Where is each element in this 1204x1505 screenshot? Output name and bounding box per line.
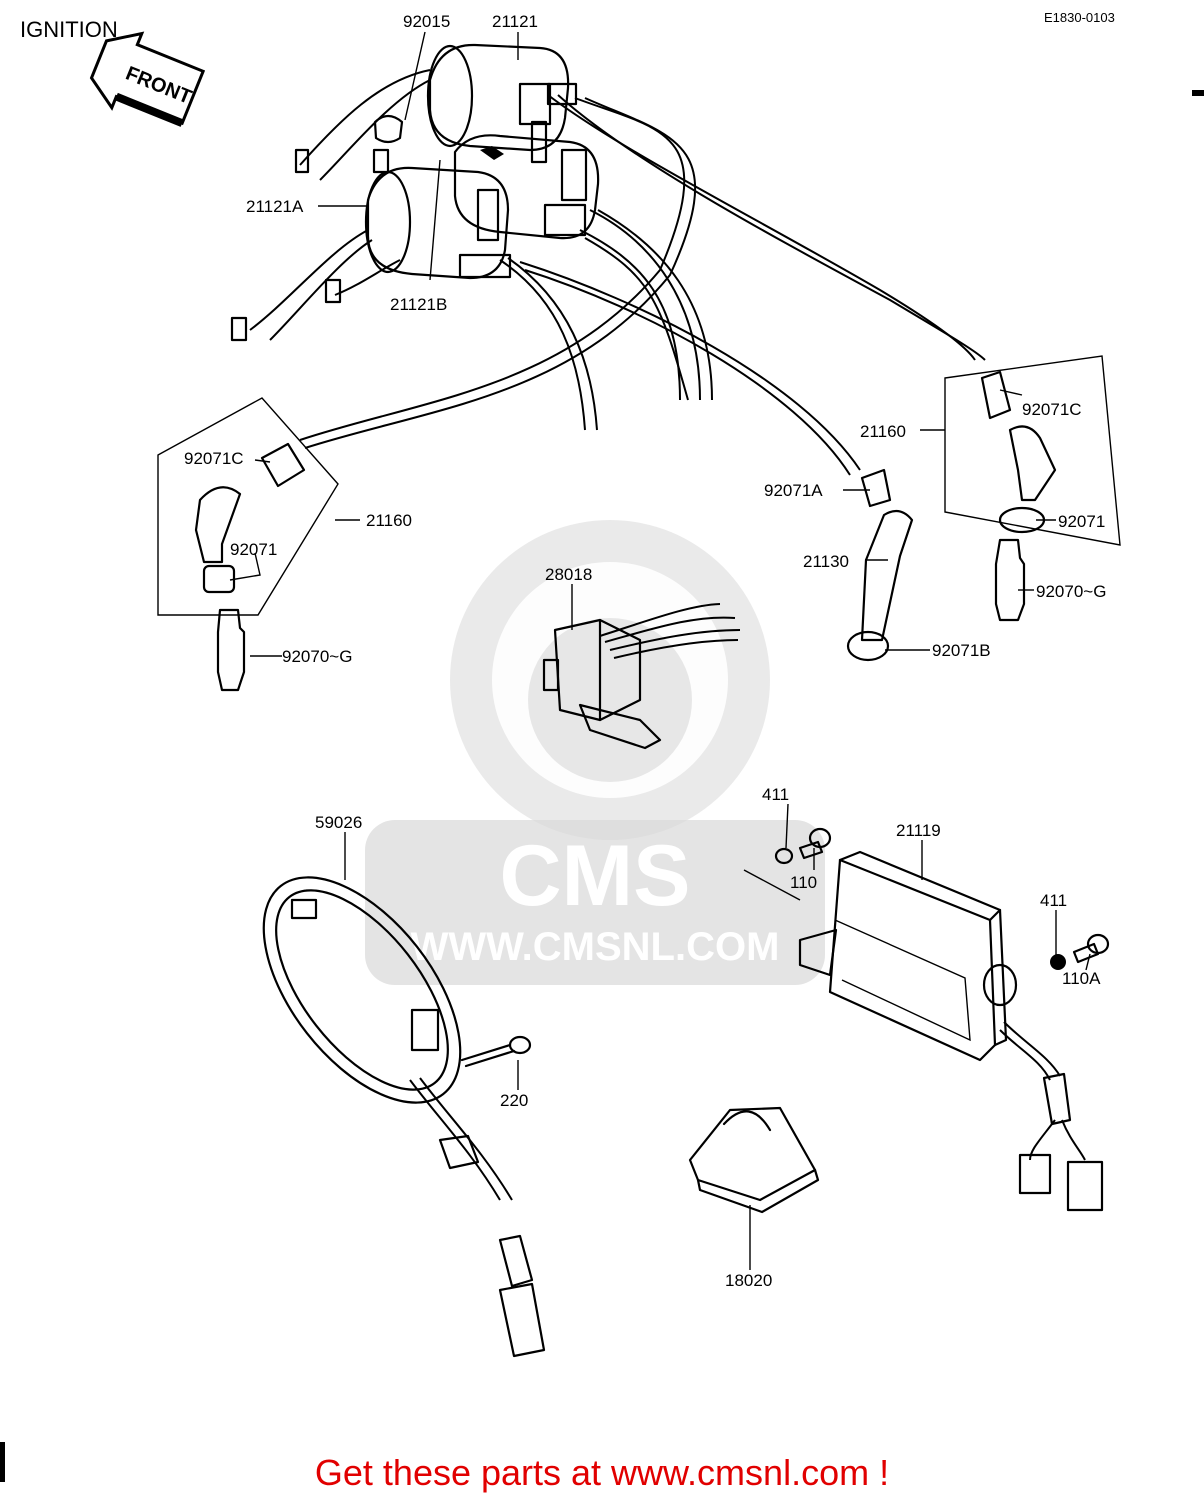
label-110a: 110A xyxy=(1062,969,1101,988)
label-92070g-right: 92070~G xyxy=(1036,582,1106,601)
bolt-110 xyxy=(798,827,832,860)
label-411-right: 411 xyxy=(1040,891,1067,910)
label-18020: 18020 xyxy=(725,1271,772,1290)
ignition-coil-21121a xyxy=(364,148,512,280)
high-tension-leads xyxy=(299,94,986,476)
right-plug-cap-set xyxy=(944,355,1121,622)
label-21121a: 21121A xyxy=(246,197,304,216)
label-92070g-left: 92070~G xyxy=(282,647,352,666)
part-28018 xyxy=(542,603,741,750)
label-92071-right: 92071 xyxy=(1058,512,1105,531)
label-92071c-left: 92071C xyxy=(184,449,244,468)
front-arrow-icon: FRONT xyxy=(89,31,206,127)
label-28018: 28018 xyxy=(545,565,592,584)
label-21121: 21121 xyxy=(492,12,538,31)
watermark-brand: CMS xyxy=(499,828,690,924)
label-110: 110 xyxy=(790,873,817,892)
label-92015: 92015 xyxy=(403,12,450,31)
nut-411-right xyxy=(1050,954,1066,970)
edge-mark xyxy=(0,1442,5,1482)
label-220: 220 xyxy=(500,1091,528,1110)
bolt-220 xyxy=(460,1035,532,1068)
label-92071c-right: 92071C xyxy=(1022,400,1082,419)
washer-411-top xyxy=(774,847,794,865)
ignition-coil-21121 xyxy=(426,43,578,164)
cover-18020 xyxy=(688,1106,820,1214)
diagram-code: E1830-0103 xyxy=(1044,10,1115,25)
label-411-top: 411 xyxy=(762,785,789,804)
bolt-110a xyxy=(1072,933,1110,964)
label-92071a: 92071A xyxy=(764,481,823,500)
label-21121b: 21121B xyxy=(390,295,447,314)
ignition-coil-21121b xyxy=(453,134,600,240)
label-59026: 59026 xyxy=(315,813,362,832)
primary-wires xyxy=(230,69,431,342)
edge-mark xyxy=(1192,90,1204,96)
pickup-coil-59026 xyxy=(262,876,546,1358)
label-92071-left: 92071 xyxy=(230,540,277,559)
plug-cap-21130 xyxy=(846,468,914,662)
label-21130: 21130 xyxy=(803,552,849,571)
label-92071b: 92071B xyxy=(932,641,991,660)
diagram-title: IGNITION xyxy=(20,17,118,42)
igniter-21119 xyxy=(798,850,1104,1212)
watermark: CMS WWW.CMSNL.COM xyxy=(365,520,825,985)
part-labels: 92015 21121 21121A 21121B 92071C 21160 9… xyxy=(184,12,1106,1290)
label-21160-left: 21160 xyxy=(366,511,412,530)
grommet-92015 xyxy=(373,114,404,144)
footer-promo: Get these parts at www.cmsnl.com ! xyxy=(314,1452,890,1493)
label-21119: 21119 xyxy=(896,821,941,840)
watermark-url: WWW.CMSNL.COM xyxy=(411,925,780,969)
leader-lines xyxy=(229,31,1091,1270)
label-21160-right: 21160 xyxy=(860,422,906,441)
